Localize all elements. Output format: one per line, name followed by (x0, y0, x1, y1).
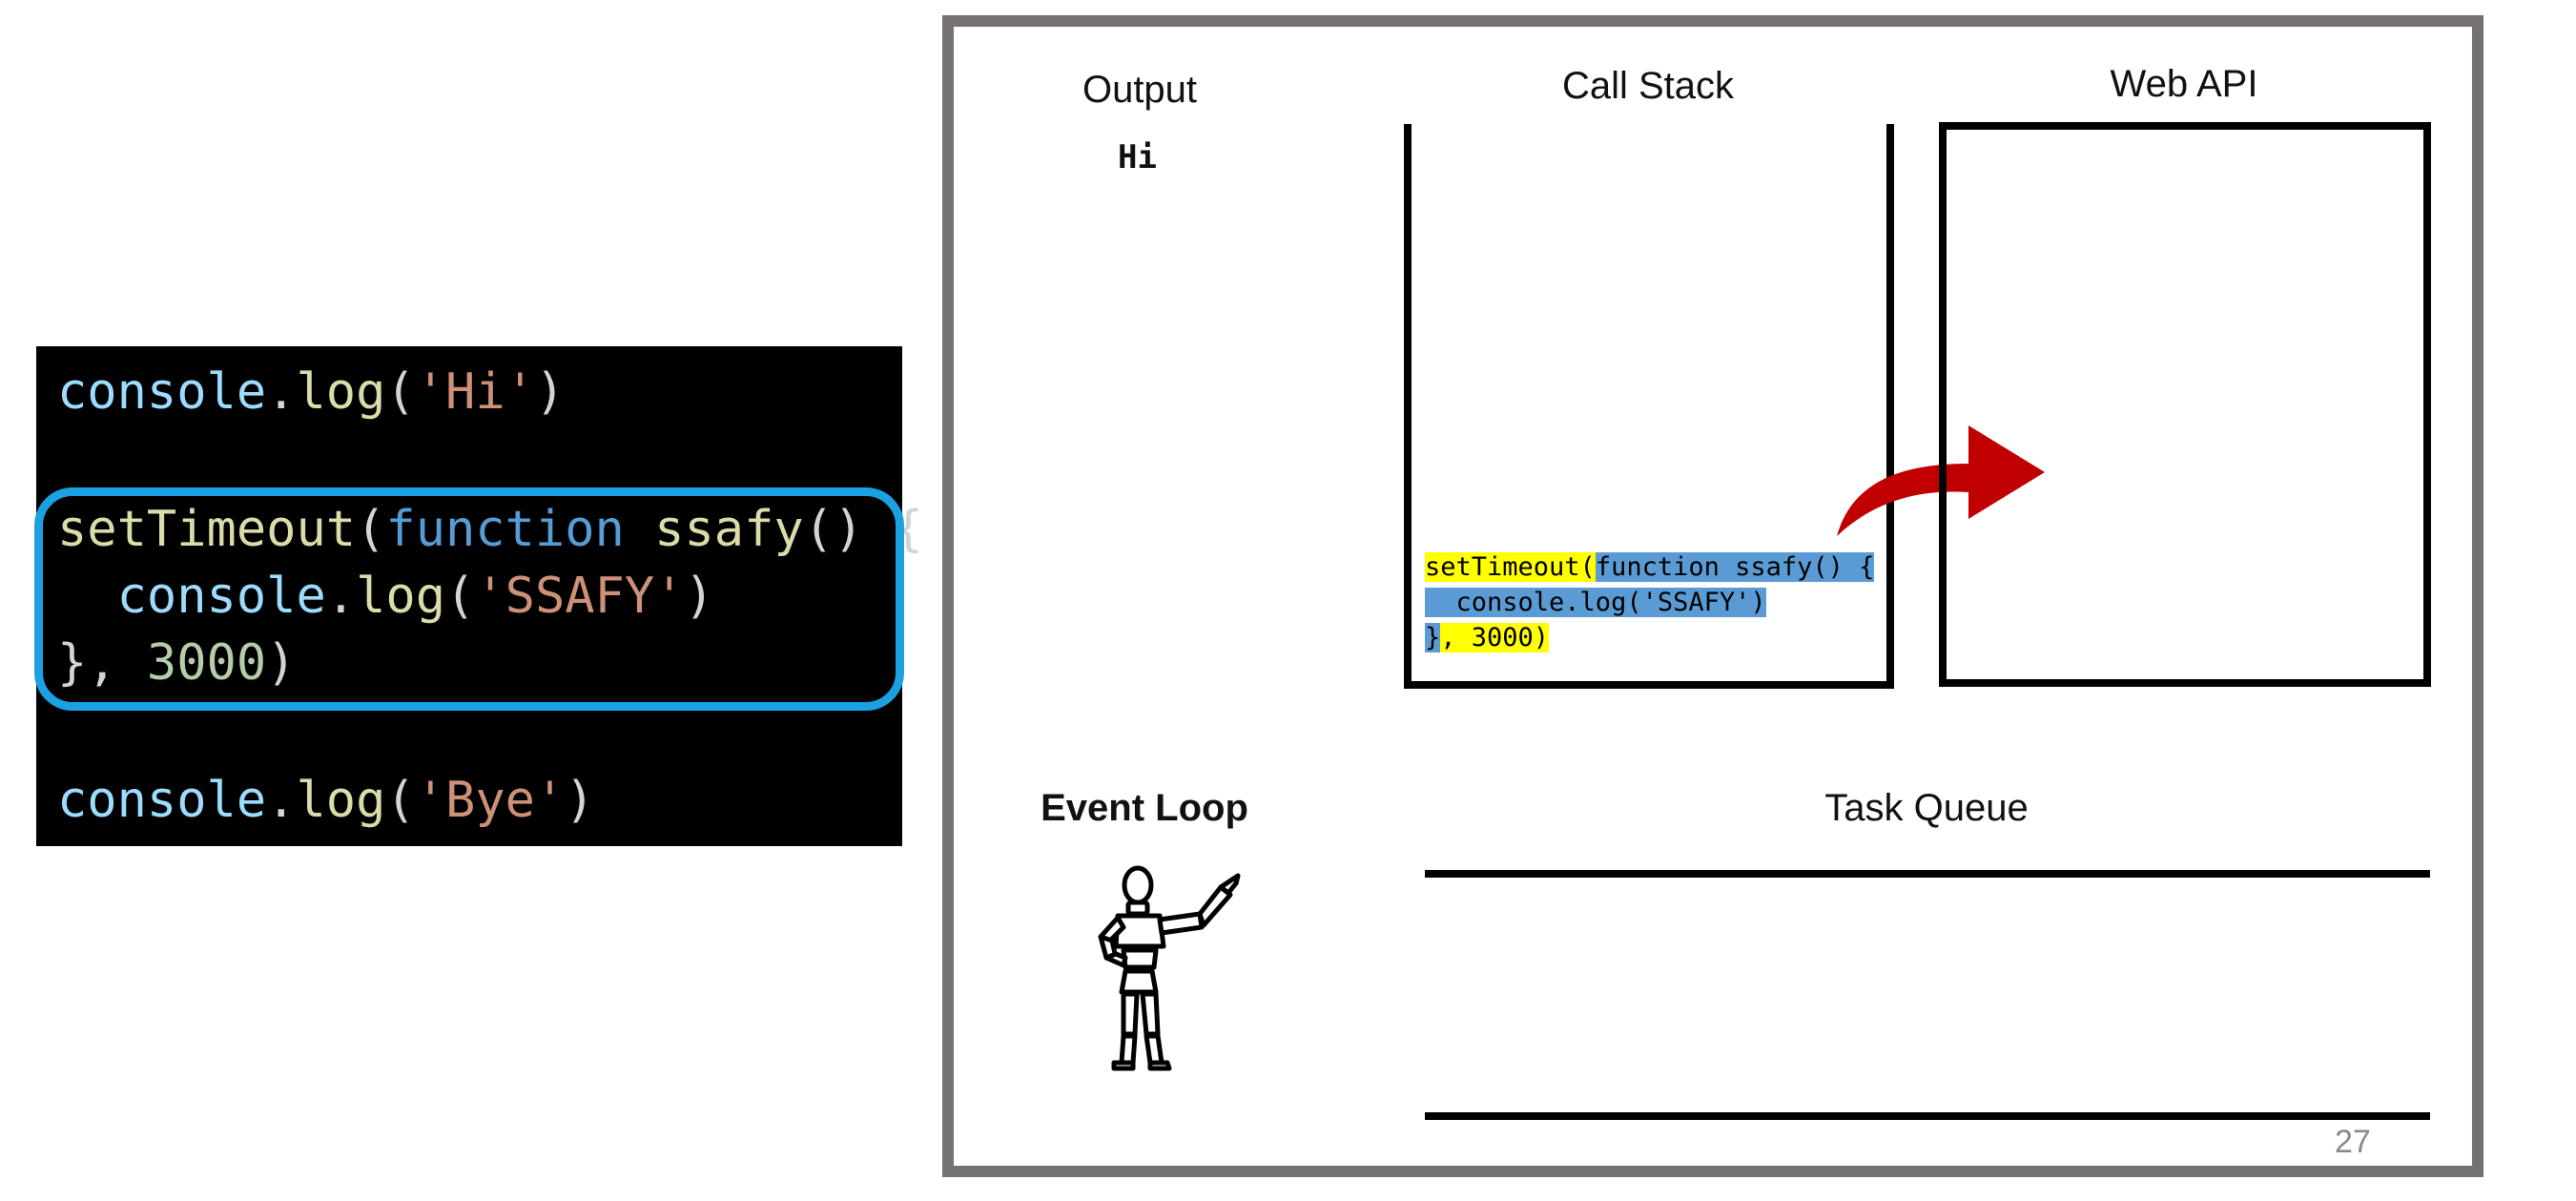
call-stack-item-row: setTimeout(function ssafy() { (1425, 549, 1875, 585)
code-token: ( (356, 501, 386, 558)
call-stack-item-row: }, 3000) (1425, 620, 1874, 655)
code-token: 'SSAFY' (475, 568, 685, 625)
call-stack-item: setTimeout(function ssafy() { console.lo… (1425, 549, 1875, 655)
call-stack-text: console.log('SSAFY') (1425, 588, 1766, 617)
code-token: ) (266, 634, 297, 692)
code-token: . (325, 568, 357, 625)
code-token: ( (445, 568, 476, 625)
call-stack-bottom (1404, 681, 1894, 689)
page-number: 27 (2335, 1124, 2371, 1160)
settimeout-highlight-box (34, 487, 904, 711)
call-stack-label: Call Stack (1561, 65, 1735, 107)
code-token: ssafy (654, 501, 804, 558)
code-token: log (296, 363, 386, 421)
code-token: console (57, 772, 267, 829)
code-token: log (296, 772, 386, 829)
code-line-close-timeout: }, 3000) (57, 632, 296, 694)
code-line-settimeout: setTimeout(function ssafy() { (57, 499, 923, 560)
call-stack-left-wall (1404, 124, 1412, 689)
output-value: Hi (1118, 138, 1157, 176)
code-line-console-ssafy: console.log('SSAFY') (57, 566, 714, 627)
event-loop-label: Event Loop (1041, 787, 1248, 829)
call-stack-item-row: console.log('SSAFY') (1425, 585, 1874, 620)
code-token: console (116, 568, 326, 625)
code-token: setTimeout (57, 501, 357, 558)
code-token: 'Hi' (415, 363, 535, 421)
call-stack-text: } (1425, 623, 1441, 652)
code-token: 'Bye' (415, 772, 566, 829)
call-stack-text: setTimeout( (1425, 552, 1596, 582)
web-api-box (1939, 122, 2431, 687)
task-queue-top-line (1425, 870, 2430, 878)
code-token: ( (385, 363, 416, 421)
web-api-label: Web API (2110, 63, 2258, 105)
call-stack-text: , 3000) (1440, 623, 1550, 652)
code-token: ) (534, 363, 566, 421)
output-label: Output (1082, 69, 1198, 111)
code-token: ( (385, 772, 416, 829)
code-token: . (266, 363, 297, 421)
task-queue-label: Task Queue (1824, 787, 2029, 829)
pointing-figure-icon (1098, 865, 1241, 1071)
code-token: log (356, 568, 446, 625)
code-token: function (385, 501, 625, 558)
code-line-console-bye: console.log('Bye') (57, 770, 595, 831)
code-token: ) (684, 568, 714, 625)
code-token: ) (565, 772, 595, 829)
code-token: console (57, 363, 267, 421)
code-line-console-hi: console.log('Hi') (57, 362, 565, 423)
code-token: . (266, 772, 297, 829)
call-stack-right-wall (1886, 124, 1894, 689)
task-queue-bottom-line (1425, 1112, 2430, 1120)
code-panel: console.log('Hi') setTimeout(function ss… (36, 346, 923, 846)
call-stack-text: function ssafy() { (1595, 552, 1875, 582)
code-token: 3000 (146, 634, 267, 692)
